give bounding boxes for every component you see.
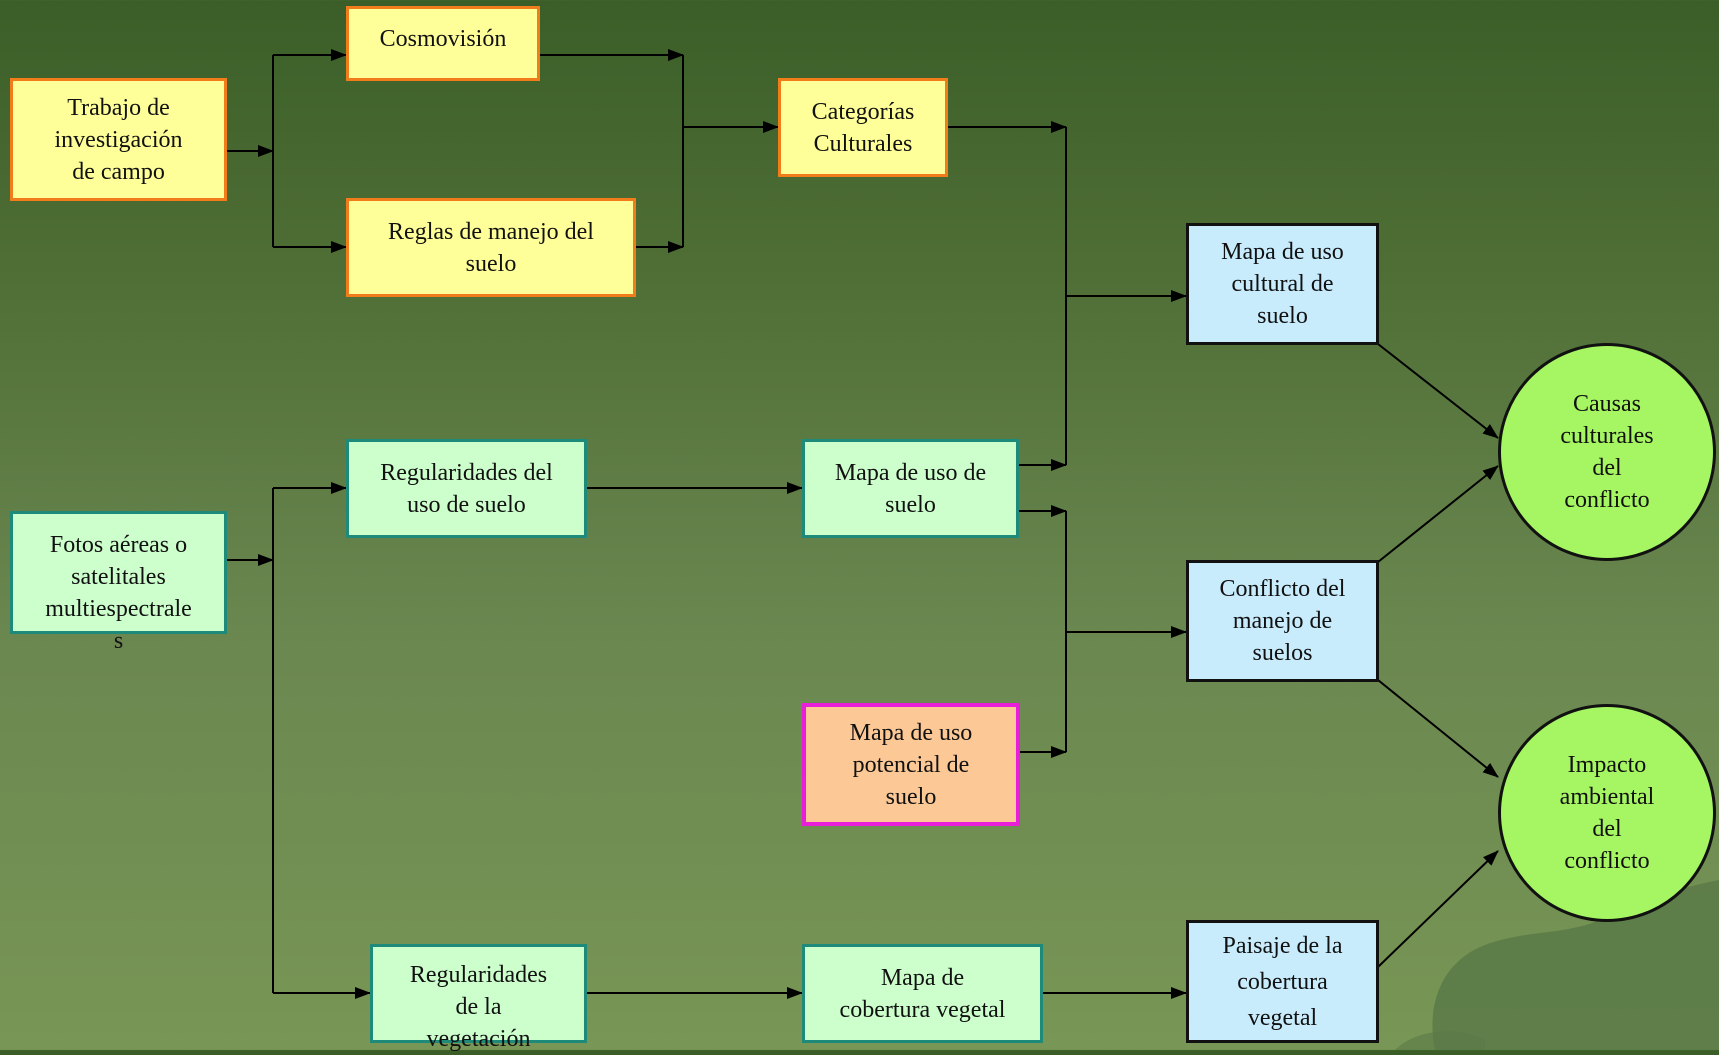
- node-paisaje-cobertura: Paisaje de la cobertura vegetal: [1186, 920, 1379, 1043]
- node-impacto-ambiental: Impacto ambiental del conflicto: [1498, 704, 1716, 922]
- node-label: Regularidades de la vegetación: [409, 962, 548, 1052]
- node-trabajo-de-investigacion: Trabajo de investigación de campo: [10, 78, 227, 201]
- node-label: Trabajo de investigación de campo: [54, 94, 183, 185]
- node-label: Cosmovisión: [379, 26, 507, 52]
- node-mapa-uso-potencial: Mapa de uso potencial de suelo: [802, 703, 1020, 826]
- node-regularidades-vegetacion: Regularidades de la vegetación: [370, 944, 587, 1052]
- edge-conflicto-to-impacto: [1377, 679, 1499, 778]
- node-reglas-de-manejo: Reglas de manejo del suelo: [346, 198, 636, 297]
- node-label: Mapa de uso potencial de suelo: [849, 719, 973, 810]
- node-conflicto-manejo: Conflicto del manejo de suelos: [1186, 560, 1379, 682]
- node-mapa-uso-suelo: Mapa de uso de suelo: [802, 439, 1019, 538]
- edge-conflicto-to-causas: [1377, 465, 1499, 563]
- edge-cultural-to-causas: [1377, 343, 1499, 439]
- node-label: Mapa de uso cultural de suelo: [1221, 239, 1344, 329]
- node-label: Mapa de cobertura vegetal: [839, 964, 1006, 1023]
- node-mapa-cobertura-vegetal: Mapa de cobertura vegetal: [802, 944, 1043, 1043]
- node-cosmovision: Cosmovisión: [346, 6, 540, 81]
- node-label: Causas culturales del conflicto: [1560, 391, 1654, 513]
- node-label: Categorías Culturales: [811, 98, 915, 157]
- node-label: Regularidades del uso de suelo: [380, 459, 553, 518]
- node-label: Conflicto del manejo de suelos: [1219, 576, 1346, 666]
- node-regularidades-uso-suelo: Regularidades del uso de suelo: [346, 439, 587, 538]
- node-label: Reglas de manejo del suelo: [388, 218, 594, 277]
- landscape-decoration: [1395, 880, 1719, 1050]
- edge-paisaje-to-impacto: [1377, 850, 1499, 968]
- node-label: Impacto ambiental del conflicto: [1559, 752, 1655, 874]
- node-fotos-aereas: Fotos aéreas o satelitales multiespectra…: [10, 511, 227, 654]
- node-label: Mapa de uso de suelo: [834, 459, 987, 518]
- node-label: Paisaje de la cobertura vegetal: [1222, 932, 1343, 1031]
- node-categorias-culturales: Categorías Culturales: [778, 78, 948, 177]
- node-mapa-uso-cultural: Mapa de uso cultural de suelo: [1186, 223, 1379, 345]
- node-label: Fotos aéreas o satelitales multiespectra…: [45, 532, 192, 654]
- node-causas-culturales: Causas culturales del conflicto: [1498, 343, 1716, 561]
